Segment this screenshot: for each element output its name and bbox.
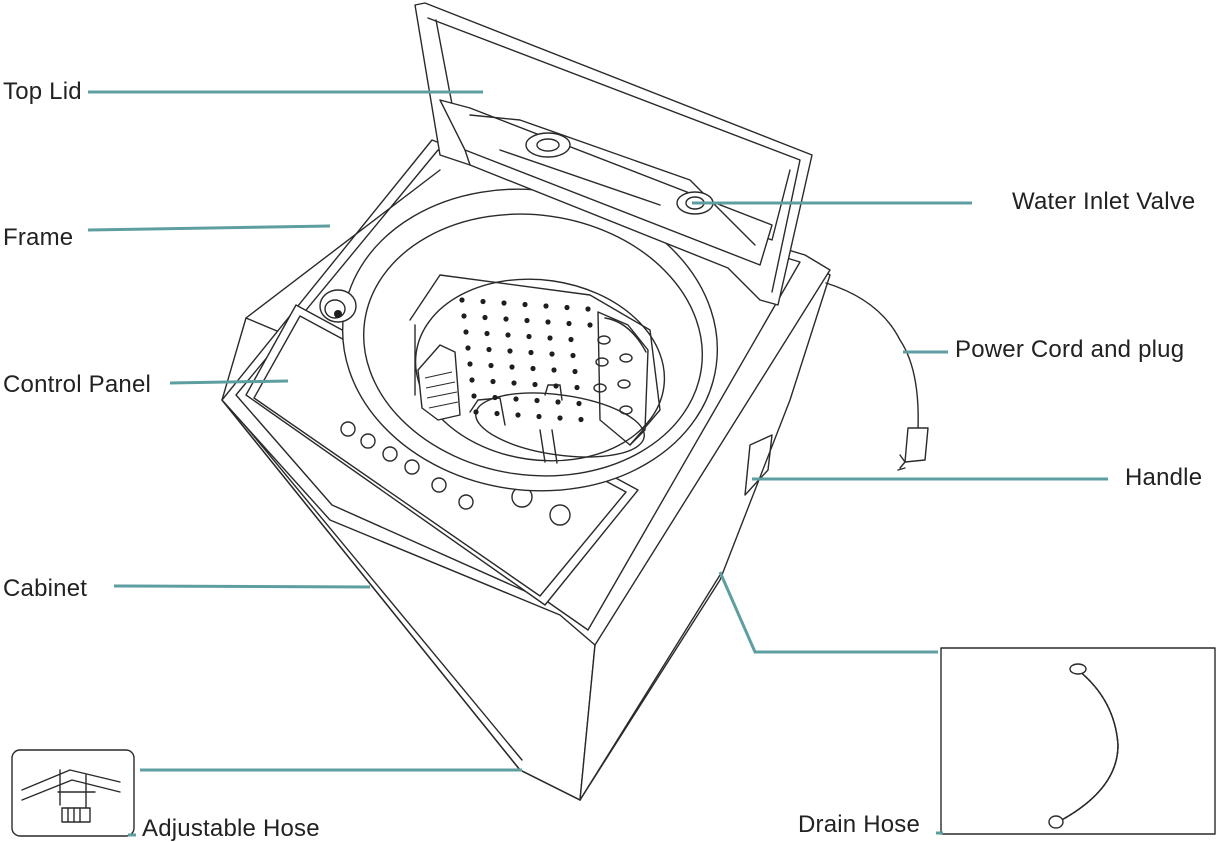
label-drain-hose: Drain Hose: [798, 811, 921, 838]
leader-cabinet: [113, 584, 371, 589]
label-control-panel: Control Panel: [3, 371, 152, 398]
leader-drain-hose: [718, 571, 938, 654]
label-frame: Frame: [3, 224, 74, 251]
label-adjustable-hose: Adjustable Hose: [142, 815, 320, 842]
label-cabinet: Cabinet: [3, 575, 88, 602]
label-top-lid: Top Lid: [3, 78, 82, 105]
leader-lines: [87, 90, 1108, 837]
lid-drawing: [414, 2, 813, 306]
handle-recess: [744, 434, 773, 496]
drum: [341, 188, 719, 492]
leader-control-panel: [169, 379, 289, 385]
label-water-inlet-valve: Water Inlet Valve: [1012, 188, 1196, 215]
softener-cup: [319, 289, 357, 323]
label-handle: Handle: [1125, 464, 1203, 491]
adjustable-foot-inset: [11, 749, 135, 837]
leader-frame: [87, 224, 331, 232]
drain-hose-inset: [940, 647, 1216, 835]
power-cord-drawing: [825, 282, 929, 471]
label-power-cord: Power Cord and plug: [955, 336, 1185, 363]
